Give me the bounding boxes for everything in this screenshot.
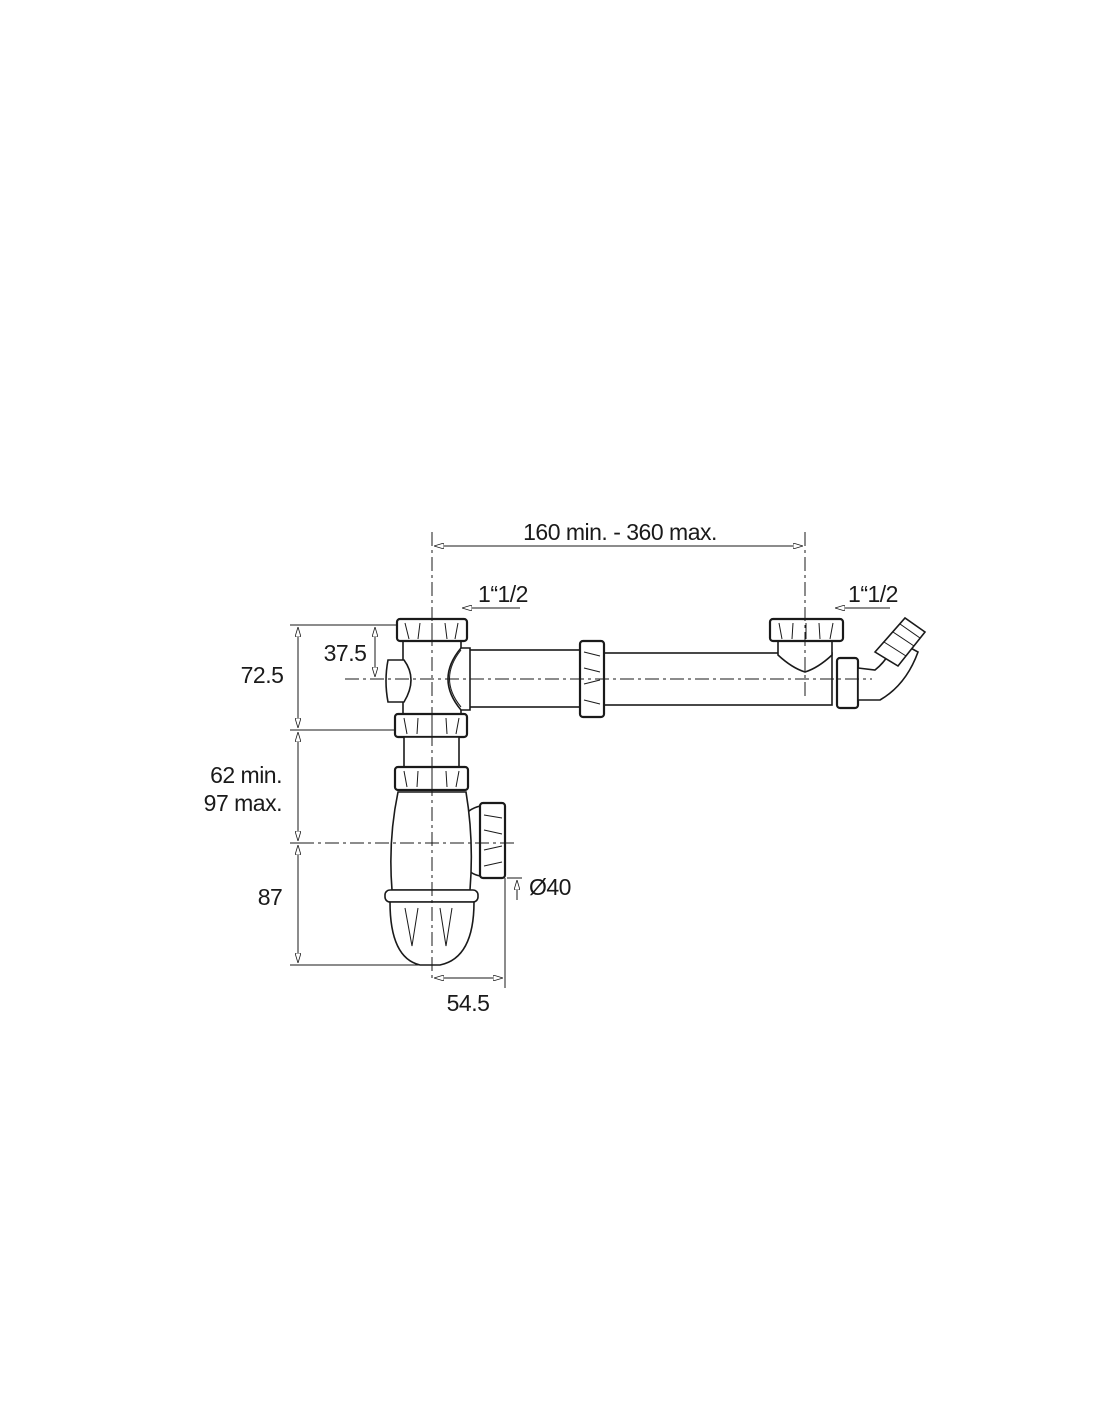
hose-spigot	[873, 616, 927, 668]
outlet-offset-label: 54.5	[447, 990, 490, 1016]
inlet-left-label: 1“1/2	[478, 581, 528, 607]
height-mid-max-label: 97 max.	[204, 790, 282, 816]
dimension-lines	[290, 546, 890, 988]
right-inlet-assembly	[768, 616, 927, 710]
bottle-body	[390, 791, 473, 891]
spacing-label: 160 min. - 360 max.	[523, 519, 717, 545]
overflow-offset-label: 37.5	[324, 640, 367, 666]
horizontal-pipe	[454, 639, 833, 719]
outlet-nut	[478, 801, 507, 880]
centerlines	[300, 532, 872, 978]
height-upper-label: 72.5	[241, 662, 284, 688]
end-outlet-nut	[835, 656, 860, 710]
outlet-diameter-label: Ø40	[529, 874, 571, 900]
height-lower-label: 87	[258, 884, 283, 910]
height-mid-min-label: 62 min.	[210, 762, 282, 788]
overflow-cap	[385, 659, 412, 703]
inlet-right-label: 1“1/2	[848, 581, 898, 607]
